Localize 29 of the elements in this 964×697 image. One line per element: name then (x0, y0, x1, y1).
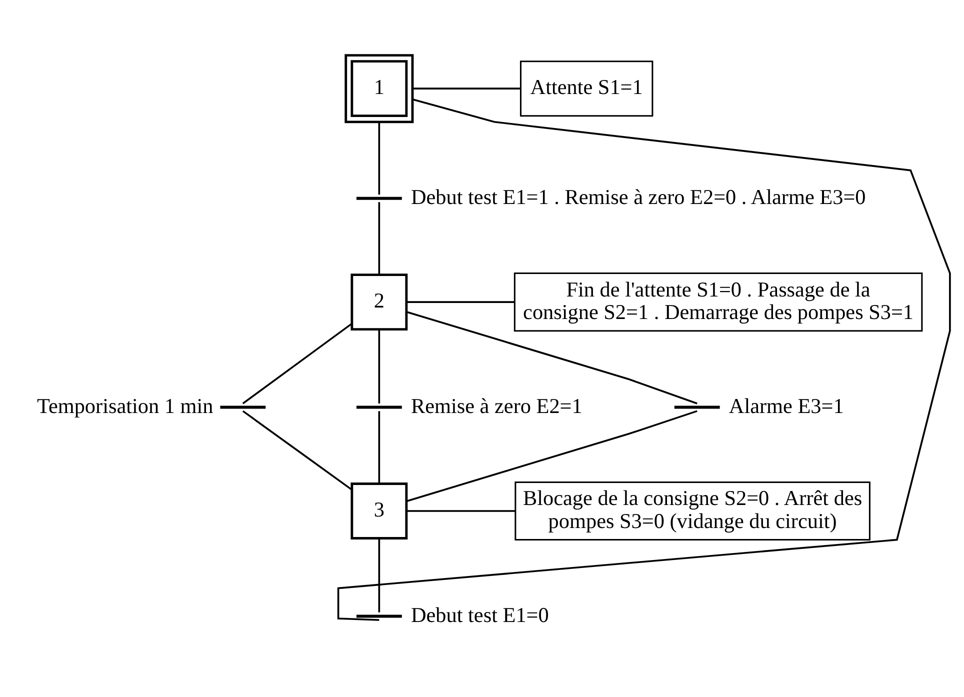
node-box: 1 (344, 54, 414, 123)
connector (378, 410, 380, 484)
node-label: Debut test E1=0 (410, 602, 548, 626)
connector (242, 322, 352, 404)
connector (378, 329, 380, 403)
node-box: Blocage de la consigne S2=0 . Arrêt des pompes S3=0 (vidange du circuit) (514, 480, 870, 540)
connector (242, 410, 352, 490)
node-bar (356, 405, 402, 408)
node-bar (674, 405, 720, 408)
connector (406, 510, 514, 512)
connector (406, 300, 514, 302)
node-label: Temporisation 1 min (36, 393, 213, 418)
node-box: Fin de l'attente S1=0 . Passage de la consigne S2=1 . Demarrage des pompes S3=1 (513, 272, 922, 332)
node-label: Debut test E1=1 . Remise à zero E2=0 . Alarme E3=0 (410, 184, 866, 208)
connector (378, 202, 380, 274)
node-bar (356, 614, 402, 618)
connector (412, 87, 520, 89)
node-box: 2 (350, 273, 408, 330)
connector (406, 410, 697, 502)
connector (336, 98, 950, 620)
node-bar (356, 196, 402, 200)
connector (378, 122, 380, 194)
node-label: Remise à zero E2=1 (410, 393, 582, 418)
connector (378, 538, 380, 612)
connector (406, 310, 697, 404)
node-box: Attente S1=1 (519, 60, 653, 116)
node-box: 3 (350, 482, 408, 539)
node-label: Alarme E3=1 (728, 393, 844, 418)
node-bar (220, 405, 266, 408)
